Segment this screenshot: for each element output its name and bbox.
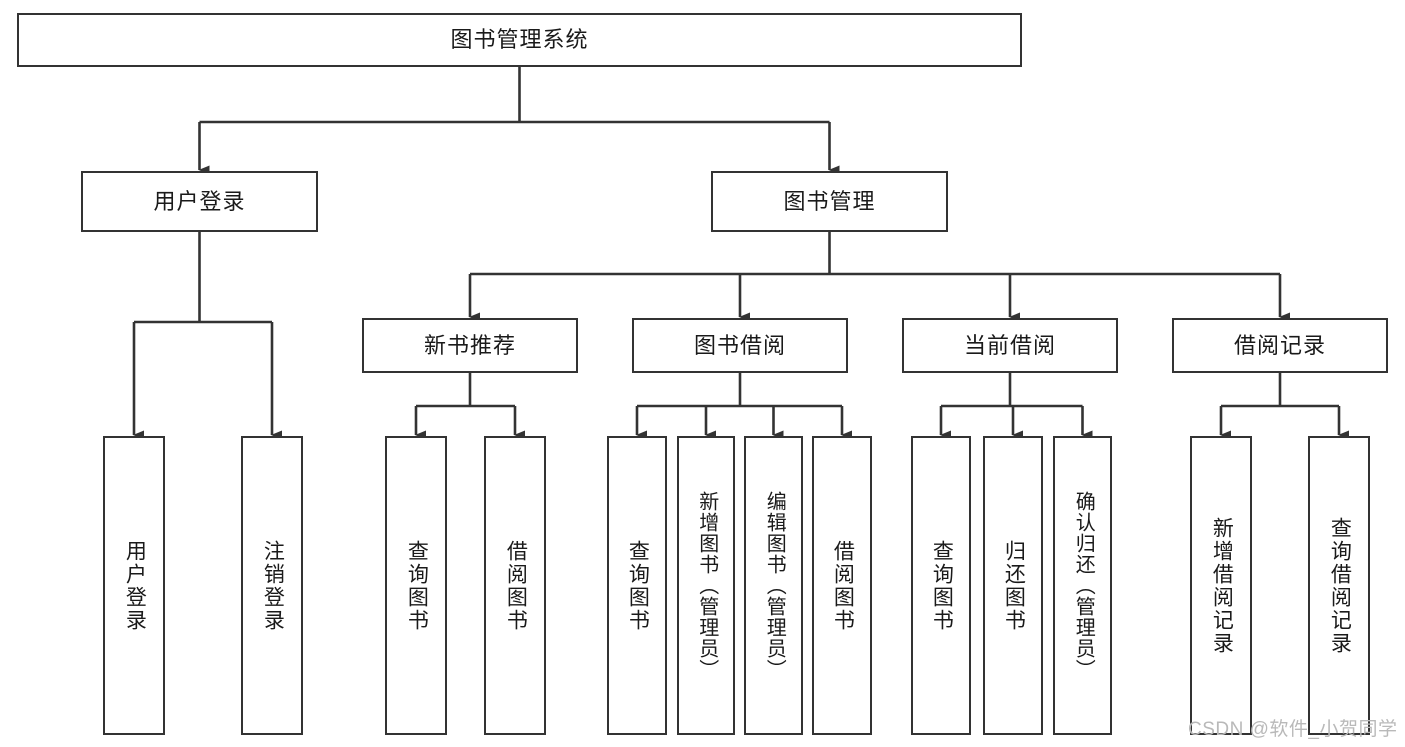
node-label: 查询图书: [405, 539, 429, 632]
node-label: 借阅记录: [1233, 332, 1326, 358]
node-label: 借阅图书: [504, 539, 528, 632]
watermark: CSDN @软件_小贺同学: [1188, 719, 1398, 740]
node-leaf-bor-3[interactable]: 编辑图书（管理员）: [744, 436, 803, 735]
node-leaf-login-2[interactable]: 注销登录: [241, 436, 303, 735]
node-leaf-rec-2[interactable]: 查询借阅记录: [1308, 436, 1370, 735]
node-label: 新书推荐: [423, 332, 516, 358]
node-records[interactable]: 借阅记录: [1172, 318, 1388, 373]
node-label: 查询图书: [930, 539, 954, 632]
node-label: 图书管理: [783, 188, 876, 214]
node-label: 借阅图书: [831, 539, 855, 632]
node-leaf-new-2[interactable]: 借阅图书: [484, 436, 546, 735]
node-leaf-bor-2[interactable]: 新增图书（管理员）: [677, 436, 735, 735]
node-leaf-new-1[interactable]: 查询图书: [385, 436, 447, 735]
node-label: 确认归还（管理员）: [1072, 491, 1095, 680]
node-bookmgmt[interactable]: 图书管理: [711, 171, 948, 232]
node-leaf-cur-2[interactable]: 归还图书: [983, 436, 1043, 735]
node-login[interactable]: 用户登录: [81, 171, 318, 232]
connector-lines: [132, 67, 1349, 440]
node-leaf-bor-4[interactable]: 借阅图书: [812, 436, 872, 735]
node-current[interactable]: 当前借阅: [902, 318, 1118, 373]
node-label: 查询图书: [626, 539, 650, 632]
node-newbook[interactable]: 新书推荐: [362, 318, 578, 373]
node-label: 注销登录: [261, 539, 285, 632]
node-leaf-cur-3[interactable]: 确认归还（管理员）: [1053, 436, 1112, 735]
node-borrow[interactable]: 图书借阅: [632, 318, 848, 373]
node-label: 新增图书（管理员）: [695, 491, 718, 680]
node-label: 当前借阅: [963, 332, 1056, 358]
node-label: 查询借阅记录: [1328, 516, 1352, 655]
node-label: 用户登录: [123, 539, 147, 632]
node-root[interactable]: 图书管理系统: [17, 13, 1022, 67]
node-label: 图书借阅: [693, 332, 786, 358]
node-label: 新增借阅记录: [1210, 516, 1234, 655]
node-label: 用户登录: [153, 188, 246, 214]
node-label: 归还图书: [1002, 539, 1026, 632]
node-label: 图书管理系统: [450, 27, 589, 52]
node-label: 编辑图书（管理员）: [763, 491, 786, 680]
node-leaf-cur-1[interactable]: 查询图书: [911, 436, 971, 735]
node-leaf-login-1[interactable]: 用户登录: [103, 436, 165, 735]
node-leaf-rec-1[interactable]: 新增借阅记录: [1190, 436, 1252, 735]
node-leaf-bor-1[interactable]: 查询图书: [607, 436, 667, 735]
